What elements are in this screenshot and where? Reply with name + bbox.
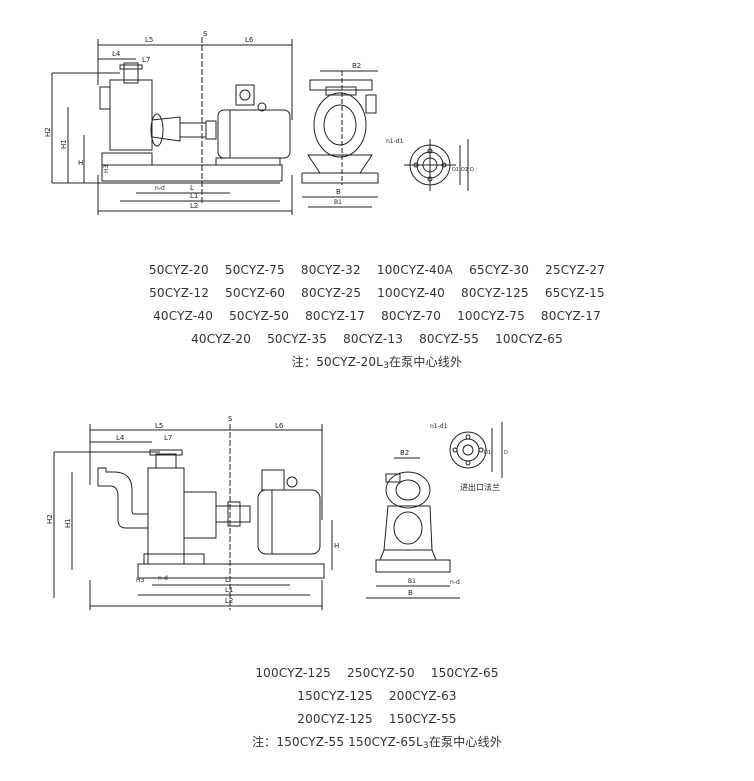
model-item: 100CYZ-40A [376,263,454,277]
dim-L5: L5 [145,36,153,44]
dim-L6: L6 [275,422,284,430]
model-item: 200CYZ-63 [388,689,457,703]
dim-L1: L1 [190,192,198,200]
model-item: 150CYZ-55 [388,712,457,726]
dim-H3: H3 [103,164,110,173]
model-item: 40CYZ-20 [191,332,252,346]
dim-L4: L4 [112,50,121,58]
footnote: 注：50CYZ-20L3在泵中心线外 [291,355,463,371]
dim-H1: H1 [64,518,72,528]
model-item: 150CYZ-125 [297,689,373,703]
dim-H3: H3 [136,577,145,584]
model-item: 50CYZ-35 [267,332,328,346]
footnote: 注：150CYZ-55 150CYZ-65L3在泵中心线外 [251,735,503,751]
model-item: 50CYZ-12 [149,286,210,300]
model-item: 50CYZ-60 [225,286,286,300]
model-item: 65CYZ-30 [469,263,530,277]
dim-n1d1: n1-d1 [430,423,448,430]
model-row: 200CYZ-125 150CYZ-55 [0,708,754,731]
dim-L7: L7 [164,434,172,442]
model-item: 40CYZ-40 [153,309,214,323]
dim-nd-side: n-d [450,579,460,586]
model-item: 80CYZ-125 [461,286,529,300]
dim-L4: L4 [116,434,125,442]
pump-diagram-bottom: S L5 L6 L4 L7 H2 H1 H H3 [40,410,540,620]
dim-L2: L2 [225,597,233,605]
dim-nd: n-d [155,185,165,192]
dim-D: D [504,450,508,456]
dim-B: B [408,589,413,597]
dim-D: D [470,167,474,173]
model-item: 80CYZ-17 [540,309,601,323]
model-list-bottom: 100CYZ-125 250CYZ-50 150CYZ-65 150CYZ-12… [0,662,754,753]
dim-L2: L2 [190,202,198,210]
model-item: 50CYZ-50 [229,309,290,323]
dim-n1d1: n1-d1 [386,138,404,145]
flange-caption: 进出口法兰 [460,482,500,492]
model-item: 80CYZ-55 [419,332,480,346]
dim-L: L [225,576,229,584]
model-row: 40CYZ-20 50CYZ-35 80CYZ-13 80CYZ-55 100C… [0,328,754,351]
dim-D1: D1 [484,450,491,456]
dim-D2: D2 [461,167,468,173]
model-item: 100CYZ-125 [255,666,331,680]
model-row: 40CYZ-40 50CYZ-50 80CYZ-17 80CYZ-70 100C… [0,305,754,328]
dim-L6: L6 [245,36,254,44]
model-item: 80CYZ-25 [301,286,362,300]
model-row: 50CYZ-20 50CYZ-75 80CYZ-32 100CYZ-40A 65… [0,259,754,282]
model-item: 65CYZ-15 [544,286,605,300]
dim-S: S [203,30,208,38]
model-item: 50CYZ-20 [148,263,209,277]
model-item: 25CYZ-27 [545,263,606,277]
model-item: 80CYZ-32 [300,263,361,277]
dim-B: B [336,188,341,196]
dim-H2: H2 [44,127,52,137]
dim-D1: D1 [452,167,459,173]
dim-L5: L5 [155,422,163,430]
model-item: 80CYZ-70 [381,309,442,323]
dim-B2: B2 [352,62,361,70]
dim-H: H [78,159,83,167]
dim-L1: L1 [225,586,233,594]
model-item: 200CYZ-125 [297,712,373,726]
dim-B1: B1 [334,199,342,206]
model-list-top: 50CYZ-20 50CYZ-75 80CYZ-32 100CYZ-40A 65… [0,259,754,373]
dim-nd: n-d [158,575,168,582]
pump-diagram-top: L5 L6 S L4 L7 H2 H1 H H3 [40,25,500,220]
dim-L7: L7 [142,56,150,64]
model-item: 50CYZ-75 [224,263,285,277]
dim-L: L [190,184,194,192]
model-item: 100CYZ-75 [457,309,525,323]
model-item: 250CYZ-50 [347,666,415,680]
dim-B2: B2 [400,449,409,457]
model-item: 80CYZ-13 [343,332,404,346]
model-item: 80CYZ-17 [305,309,366,323]
model-row: 100CYZ-125 250CYZ-50 150CYZ-65 [0,662,754,685]
dim-S: S [228,415,233,423]
dim-H2: H2 [46,514,54,524]
model-item: 150CYZ-65 [430,666,499,680]
dim-H: H [334,542,339,550]
model-item: 100CYZ-65 [495,332,563,346]
model-row: 150CYZ-125 200CYZ-63 [0,685,754,708]
model-item: 100CYZ-40 [377,286,445,300]
dim-H1: H1 [60,139,68,149]
model-row: 50CYZ-12 50CYZ-60 80CYZ-25 100CYZ-40 80C… [0,282,754,305]
dim-B1: B1 [408,578,416,585]
